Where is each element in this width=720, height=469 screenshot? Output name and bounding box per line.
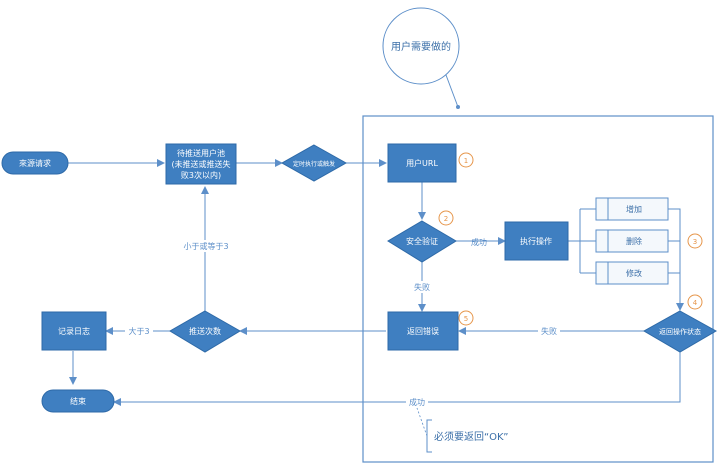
note-connector — [416, 407, 428, 437]
edge-label-success2: 成功 — [409, 397, 425, 407]
node-timer-label: 定时执行或触发 — [293, 160, 335, 168]
node-pool-line2: (未推送或推送失 — [171, 159, 230, 169]
step-5: 5 — [458, 310, 474, 326]
node-end: 结束 — [41, 389, 115, 413]
node-op-add: 增加 — [595, 197, 669, 221]
edge-label-bg-gt3 — [125, 325, 153, 337]
edge-label-le3: 小于或等于3 — [183, 241, 228, 251]
bubble-label: 用户需要做的 — [391, 40, 451, 53]
node-op-modify-label: 修改 — [626, 268, 642, 278]
node-security: 安全验证 — [387, 220, 457, 263]
bubble-connector-dot — [456, 105, 460, 109]
step-4-label: 4 — [693, 299, 698, 307]
node-execute: 执行操作 — [504, 221, 569, 261]
step-3: 3 — [687, 233, 703, 249]
node-push-count: 推送次数 — [169, 310, 241, 353]
node-op-delete: 删除 — [595, 229, 669, 253]
node-op-delete-label: 删除 — [626, 236, 642, 246]
step-2-label: 2 — [444, 215, 448, 223]
node-source: 來源请求 — [1, 151, 69, 175]
node-return-status-label: 返回操作状态 — [659, 327, 701, 336]
node-pool: 待推送用户池 (未推送或推送失 败3次以内) — [165, 143, 237, 185]
node-return-status: 返回操作状态 — [642, 310, 718, 353]
node-op-modify: 修改 — [595, 261, 669, 285]
edge-label-fail1: 失败 — [414, 282, 430, 292]
user-region — [362, 115, 714, 463]
edge-execute-ops — [568, 208, 596, 274]
edge-label-bg-fail1 — [411, 281, 433, 293]
edge-label-bg-fail2 — [538, 325, 560, 337]
step-3-label: 3 — [693, 238, 697, 246]
step-5-label: 5 — [464, 315, 468, 323]
node-pool-line1: 待推送用户池 — [177, 148, 225, 158]
node-user-url: 用户URL — [387, 143, 457, 183]
node-op-add-label: 增加 — [626, 204, 642, 214]
step-4: 4 — [687, 294, 703, 310]
edge-label-gt3: 大于3 — [128, 326, 149, 336]
node-return-error-label: 返回错误 — [407, 326, 439, 336]
user-bubble: 用户需要做的 — [382, 7, 460, 85]
node-user-url-label: 用户URL — [406, 158, 438, 168]
edge-label-fail2: 失败 — [541, 326, 557, 336]
note-bracket — [426, 419, 432, 453]
edge-label-bg-success2 — [406, 396, 428, 408]
edge-status-end — [113, 352, 681, 406]
note-text: 必须要返回“OK” — [434, 430, 508, 443]
node-execute-label: 执行操作 — [520, 236, 552, 246]
node-security-label: 安全验证 — [406, 236, 438, 246]
step-1-label: 1 — [464, 157, 468, 165]
node-timer: 定时执行或触发 — [280, 144, 348, 182]
node-log: 记录日志 — [41, 311, 107, 351]
node-end-label: 结束 — [70, 396, 86, 406]
node-return-error: 返回错误 — [387, 311, 459, 351]
step-2: 2 — [438, 210, 454, 226]
node-push-count-label: 推送次数 — [189, 326, 221, 336]
edge-label-bg-le3 — [180, 240, 232, 252]
edge-ops-status — [668, 208, 680, 310]
node-log-label: 记录日志 — [58, 326, 90, 336]
bubble-connector — [445, 74, 459, 108]
node-pool-line3: 败3次以内) — [181, 170, 221, 180]
edge-label-success1: 成功 — [471, 237, 487, 247]
node-source-label: 來源请求 — [19, 158, 51, 168]
step-1: 1 — [458, 152, 474, 168]
